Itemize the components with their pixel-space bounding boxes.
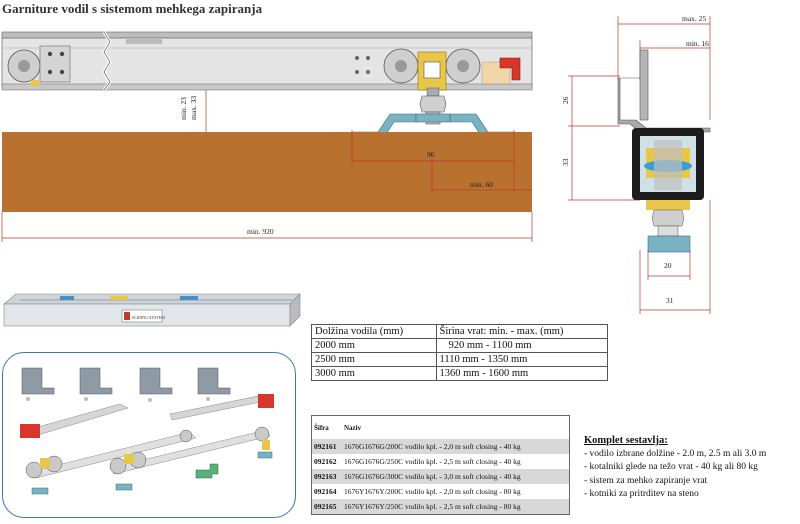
rail-length: 3000 mm xyxy=(311,366,437,381)
left-roller xyxy=(7,45,71,86)
table-row: 092164 1676Y1676Y/200C vodilo kpl. - 2,0… xyxy=(312,484,570,499)
header-code: Šifra xyxy=(314,423,329,432)
dim-31: 31 xyxy=(666,296,674,305)
dim-min-920: min. 920 xyxy=(247,227,274,236)
product-name: 1676Y1676Y/250C vodilo kpl. - 2,5 m soft… xyxy=(342,498,570,515)
list-item: vodilo izbrane dolžine - 2.0 m, 2.5 m al… xyxy=(584,448,767,462)
table-header-row: Dolžina vodila (mm) Širina vrat: min. - … xyxy=(311,324,608,339)
length-width-table: Dolžina vodila (mm) Širina vrat: min. - … xyxy=(311,324,608,381)
right-roller-carriage xyxy=(383,48,521,91)
rail-length: 2000 mm xyxy=(311,338,437,353)
product-code: 092163 xyxy=(311,469,342,484)
dim-26: 26 xyxy=(561,96,570,104)
product-code: 092165 xyxy=(311,498,342,515)
list-item: sistem za mehko zapiranje vrat xyxy=(584,475,766,489)
door-width: 1110 mm - 1350 mm xyxy=(435,352,608,367)
table-row: 092163 1676G1676G/300C vodilo kpl. - 3,0… xyxy=(311,469,570,484)
parts-image-frame xyxy=(2,352,296,518)
product-name: 1676G1676G/300C vodilo kpl. - 3,0 m soft… xyxy=(342,469,570,484)
rail-label: SLIDING SYSTEM xyxy=(132,315,165,320)
rail-product-image: SLIDING SYSTEM xyxy=(3,293,301,327)
dim-min-23: min. 23 xyxy=(179,97,188,120)
kit-contents: Komplet sestavlja: vodilo izbrane dolžin… xyxy=(584,434,766,502)
list-item: kotalniki glede na težo vrat - 40 kg ali… xyxy=(584,461,766,475)
door-width: 920 mm - 1100 mm xyxy=(435,338,608,353)
product-code: 092162 xyxy=(314,457,337,467)
header-name: Naziv xyxy=(344,423,362,432)
table-row: 092161 1676G1676G/200C vodilo kpl. - 2,0… xyxy=(311,439,570,455)
product-name: 1676Y1676Y/200C vodilo kpl. - 2,0 m soft… xyxy=(344,486,521,496)
product-name: 1676G1676G/250C vodilo kpl. - 2,5 m soft… xyxy=(344,457,521,467)
side-section-view: max. 25 min. 16 26 33 20 31 xyxy=(561,14,711,314)
header-rail-length: Dolžina vodila (mm) xyxy=(311,324,437,339)
page-title: Garniture vodil s sistemom mehkega zapir… xyxy=(2,1,263,16)
rail-length: 2500 mm xyxy=(311,352,437,367)
dim-max-25: max. 25 xyxy=(682,14,706,23)
dim-20: 20 xyxy=(664,261,672,270)
product-name: 1676G1676G/200C vodilo kpl. - 2,0 m soft… xyxy=(342,439,570,455)
parts-image xyxy=(19,367,274,495)
product-code-table: Šifra Naziv 092161 1676G1676G/200C vodil… xyxy=(311,415,570,515)
list-item: kotniki za pritrditev na steno xyxy=(584,488,766,502)
table-row: 3000 mm 1360 mm - 1600 mm xyxy=(311,366,608,381)
table-row: 092165 1676Y1676Y/250C vodilo kpl. - 2,5… xyxy=(311,498,570,515)
dim-max-33: max. 33 xyxy=(189,96,198,120)
table-row: 092162 1676G1676G/250C vodilo kpl. - 2,5… xyxy=(312,454,570,469)
door-width: 1360 mm - 1600 mm xyxy=(435,366,608,381)
product-code: 092161 xyxy=(311,439,342,455)
kit-title: Komplet sestavlja: xyxy=(584,435,668,446)
table-row: 2000 mm 920 mm - 1100 mm xyxy=(311,338,608,353)
door-panel xyxy=(2,132,532,212)
dim-min-60: min. 60 xyxy=(470,180,493,189)
dim-33: 33 xyxy=(561,158,570,166)
dim-min-16: min. 16 xyxy=(686,39,709,48)
product-code: 092164 xyxy=(314,486,337,496)
table-row: 2500 mm 1110 mm - 1350 mm xyxy=(311,352,608,367)
dim-96: 96 xyxy=(427,150,435,159)
table-header-row: Šifra Naziv xyxy=(312,416,570,440)
dimension-lines xyxy=(1,90,533,242)
header-door-width: Širina vrat: min. - max. (mm) xyxy=(435,324,608,339)
